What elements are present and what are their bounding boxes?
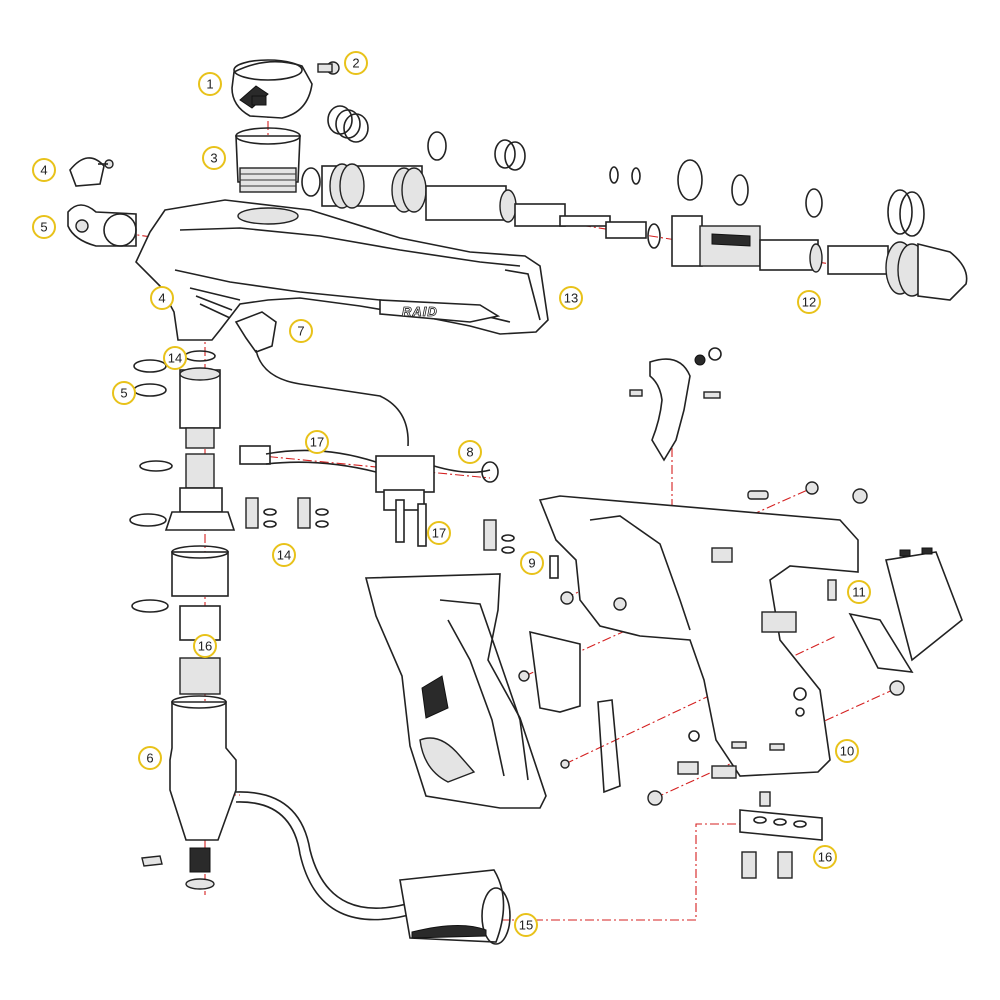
callout-circle bbox=[835, 739, 859, 763]
circuit-board-part bbox=[529, 555, 621, 794]
part-callout-16: 16 bbox=[193, 634, 217, 658]
callout-number: 12 bbox=[802, 295, 816, 310]
callout-circle bbox=[427, 521, 451, 545]
part-callout-7: 7 bbox=[289, 319, 313, 343]
callout-circle bbox=[272, 543, 296, 567]
part-callout-13: 13 bbox=[559, 286, 583, 310]
callout-number: 8 bbox=[466, 445, 473, 460]
callout-circle bbox=[198, 72, 222, 96]
callout-circle bbox=[289, 319, 313, 343]
part-callout-6: 6 bbox=[138, 746, 162, 770]
part-callout-5: 5 bbox=[112, 381, 136, 405]
callout-circle bbox=[202, 146, 226, 170]
part-callout-4: 4 bbox=[32, 158, 56, 182]
callout-circle bbox=[344, 51, 368, 75]
air-hose-part bbox=[235, 791, 421, 921]
callout-circle bbox=[797, 290, 821, 314]
part-callout-14: 14 bbox=[272, 543, 296, 567]
part-callout-4: 4 bbox=[150, 286, 174, 310]
feedneck-adapter-part bbox=[235, 127, 301, 193]
callout-number: 6 bbox=[146, 751, 153, 766]
part-callout-3: 3 bbox=[202, 146, 226, 170]
callout-number: 5 bbox=[40, 220, 47, 235]
callout-number: 15 bbox=[519, 918, 533, 933]
callout-number: 17 bbox=[310, 435, 324, 450]
part-callout-9: 9 bbox=[520, 551, 544, 575]
callout-circle bbox=[32, 215, 56, 239]
part-callout-17: 17 bbox=[427, 521, 451, 545]
lpr-block-part bbox=[399, 869, 511, 945]
small-blocks bbox=[677, 730, 737, 779]
feedneck-screw-part bbox=[317, 61, 340, 75]
callout-circle bbox=[193, 634, 217, 658]
eye-cover-part bbox=[69, 157, 114, 187]
gun-body-part: RAID bbox=[135, 199, 549, 341]
body-logo-text: RAID bbox=[402, 304, 438, 319]
callout-number: 2 bbox=[352, 56, 359, 71]
callout-number: 13 bbox=[564, 291, 578, 306]
part-callout-5: 5 bbox=[32, 215, 56, 239]
part-callout-15: 15 bbox=[514, 913, 538, 937]
bolt-assembly-part bbox=[301, 105, 968, 301]
callout-circle bbox=[150, 286, 174, 310]
callout-number: 1 bbox=[206, 77, 213, 92]
callout-number: 9 bbox=[528, 556, 535, 571]
callout-circle bbox=[138, 746, 162, 770]
part-callout-11: 11 bbox=[847, 580, 871, 604]
part-callout-8: 8 bbox=[458, 440, 482, 464]
callout-number: 4 bbox=[40, 163, 47, 178]
part-callout-16: 16 bbox=[813, 845, 837, 869]
part-callout-14: 14 bbox=[163, 346, 187, 370]
callout-number: 3 bbox=[210, 151, 217, 166]
callout-number: 17 bbox=[432, 526, 446, 541]
regulator-stack-part bbox=[129, 350, 237, 890]
callout-number: 4 bbox=[158, 291, 165, 306]
callout-circle bbox=[847, 580, 871, 604]
callout-number: 16 bbox=[818, 850, 832, 865]
linkage-part bbox=[234, 311, 515, 554]
callout-number: 11 bbox=[852, 585, 866, 600]
part-callout-12: 12 bbox=[797, 290, 821, 314]
callout-circle bbox=[559, 286, 583, 310]
callout-circle bbox=[112, 381, 136, 405]
part-callout-10: 10 bbox=[835, 739, 859, 763]
callout-number: 16 bbox=[198, 639, 212, 654]
detent-housing-part bbox=[67, 204, 137, 247]
battery-part bbox=[848, 547, 963, 673]
feedneck-part bbox=[231, 59, 313, 119]
callout-circle bbox=[32, 158, 56, 182]
rail-block-part bbox=[739, 791, 823, 879]
callout-number: 7 bbox=[297, 324, 304, 339]
screws-group bbox=[518, 481, 905, 806]
callout-circle bbox=[163, 346, 187, 370]
callout-number: 14 bbox=[168, 351, 182, 366]
callout-circle bbox=[458, 440, 482, 464]
callout-number: 10 bbox=[840, 744, 854, 759]
callout-circle bbox=[520, 551, 544, 575]
frame-part bbox=[538, 495, 859, 777]
callout-circle bbox=[305, 430, 329, 454]
trigger-part bbox=[629, 347, 722, 462]
part-callout-1: 1 bbox=[198, 72, 222, 96]
callout-number: 5 bbox=[120, 386, 127, 401]
grip-panel-part bbox=[364, 573, 547, 809]
callout-circle bbox=[813, 845, 837, 869]
part-callout-2: 2 bbox=[344, 51, 368, 75]
callout-number: 14 bbox=[277, 548, 291, 563]
part-callout-17: 17 bbox=[305, 430, 329, 454]
callout-circle bbox=[514, 913, 538, 937]
